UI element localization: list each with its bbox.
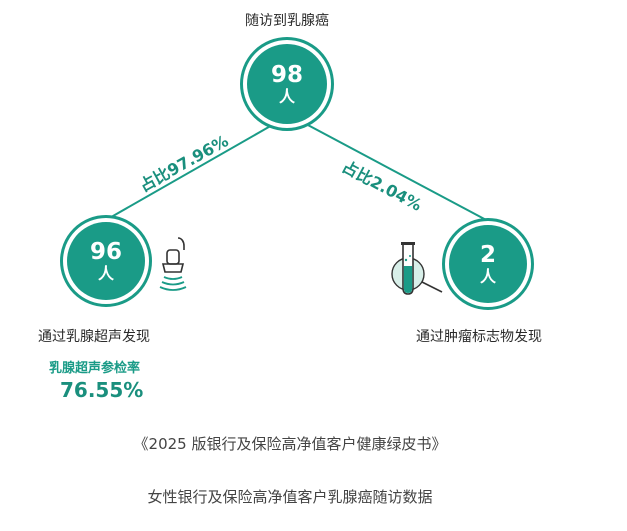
left-node-number: 96: [89, 238, 122, 265]
ultrasound-rate-label: 乳腺超声参检率: [49, 361, 141, 376]
caption: 女性银行及保险高净值客户乳腺癌随访数据: [147, 488, 433, 506]
source-title: 《2025 版银行及保险高净值客户健康绿皮书》: [133, 435, 447, 453]
right-node-unit: 人: [479, 266, 496, 286]
left-connector: [105, 123, 275, 221]
right-connector: [305, 123, 491, 223]
top-node-number: 98: [270, 61, 303, 88]
right-node-circle: 2 人: [442, 218, 534, 310]
ultrasound-rate-value: 76.55%: [60, 378, 144, 402]
test-tube-icon: [391, 242, 443, 295]
ultrasound-probe-icon: [159, 237, 187, 291]
right-node-number: 2: [479, 241, 496, 268]
top-node-circle: 98 人: [240, 37, 334, 131]
left-node-unit: 人: [97, 263, 114, 283]
left-node-circle: 96 人: [60, 215, 152, 307]
right-node-label: 通过肿瘤标志物发现: [416, 329, 542, 345]
top-node-label: 随访到乳腺癌: [245, 13, 329, 29]
left-node-label: 通过乳腺超声发现: [38, 329, 150, 345]
top-node-unit: 人: [278, 86, 295, 106]
